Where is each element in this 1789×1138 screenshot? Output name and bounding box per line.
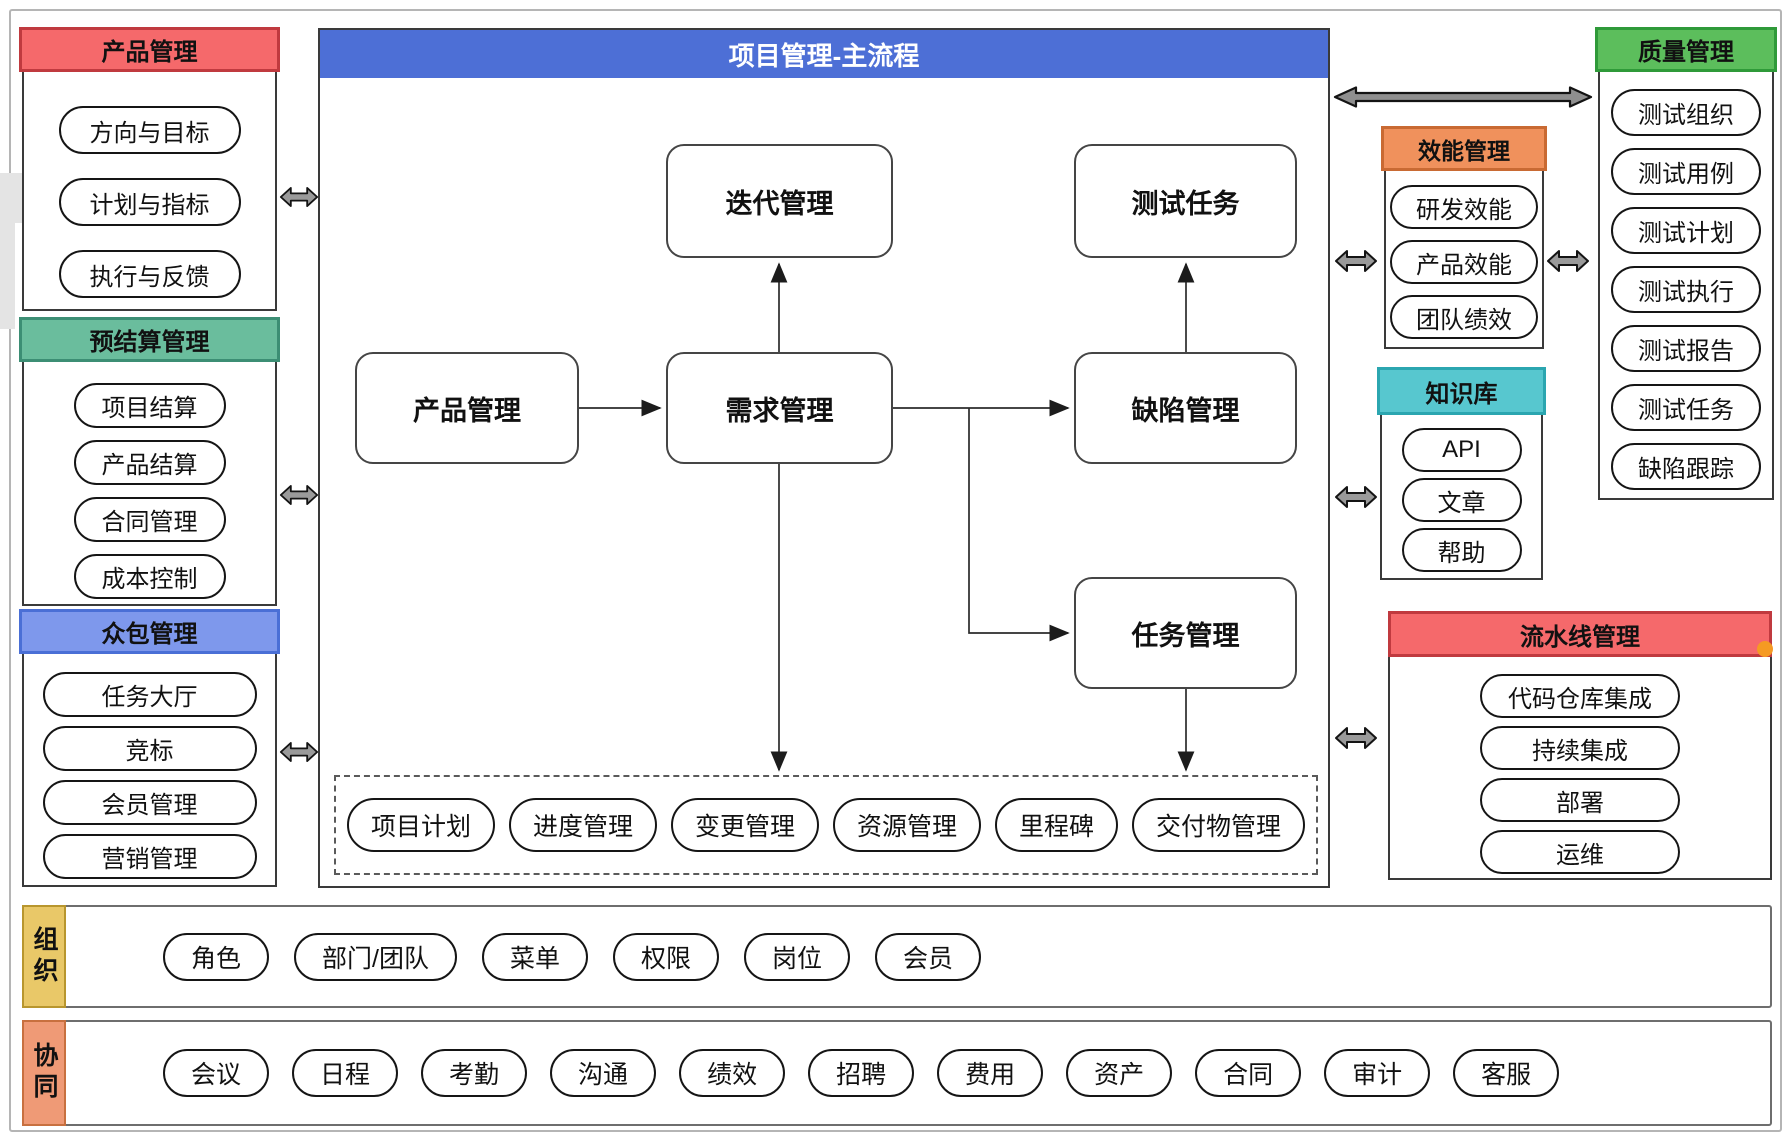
list-item[interactable]: 岗位 (744, 932, 851, 981)
list-item[interactable]: 合同管理 (73, 497, 226, 542)
bidirectional-arrow-icon (1335, 250, 1377, 272)
list-item[interactable]: 部门/团队 (294, 932, 457, 981)
list-item[interactable]: 测试计划 (1611, 207, 1761, 254)
list-item[interactable]: 代码仓库集成 (1480, 674, 1680, 718)
flow-node-iteration[interactable]: 迭代管理 (666, 144, 893, 258)
panel-pipeline-mgmt[interactable]: 流水线管理 代码仓库集成 持续集成 部署 运维 (1388, 611, 1772, 880)
bidirectional-arrow-icon (1547, 250, 1589, 272)
panel-product-mgmt-header[interactable]: 产品管理 (19, 27, 280, 72)
list-item[interactable]: 测试任务 (1611, 384, 1761, 431)
org-row-label[interactable]: 组织 (22, 905, 66, 1008)
bidirectional-arrow-icon (1335, 727, 1377, 749)
flow-node-test-task[interactable]: 测试任务 (1074, 144, 1297, 258)
list-item[interactable]: 合同 (1195, 1049, 1302, 1097)
panel-performance-mgmt[interactable]: 效能管理 研发效能 产品效能 团队绩效 (1381, 126, 1547, 349)
long-bidirectional-arrow-icon (1333, 86, 1593, 108)
list-item[interactable]: 权限 (612, 932, 719, 981)
list-item[interactable]: 成本控制 (73, 554, 226, 599)
collab-row: 协同 会议 日程 考勤 沟通 绩效 招聘 费用 资产 合同 审计 客服 (22, 1020, 1772, 1126)
list-item[interactable]: 角色 (163, 932, 270, 981)
list-item[interactable]: 运维 (1480, 830, 1680, 874)
list-item[interactable]: 考勤 (421, 1049, 528, 1097)
list-item[interactable]: 营销管理 (42, 834, 257, 879)
dashed-item[interactable]: 交付物管理 (1132, 798, 1306, 852)
bidirectional-arrow-icon (279, 742, 319, 762)
list-item[interactable]: API (1401, 428, 1522, 472)
list-item[interactable]: 团队绩效 (1390, 295, 1538, 339)
list-item[interactable]: 部署 (1480, 778, 1680, 822)
list-item[interactable]: 项目结算 (73, 383, 226, 428)
panel-crowdsourcing-mgmt[interactable]: 众包管理 任务大厅 竞标 会员管理 营销管理 (19, 609, 280, 887)
comment-marker-dot (1757, 641, 1773, 657)
list-item[interactable]: 测试用例 (1611, 148, 1761, 195)
collab-row-label[interactable]: 协同 (22, 1020, 66, 1126)
list-item[interactable]: 测试组织 (1611, 89, 1761, 136)
bidirectional-arrow-icon (279, 187, 319, 207)
panel-knowledge-base[interactable]: 知识库 API 文章 帮助 (1377, 367, 1546, 580)
panel-pipeline-mgmt-header[interactable]: 流水线管理 (1388, 611, 1772, 657)
dashed-group-box[interactable]: 项目计划 进度管理 变更管理 资源管理 里程碑 交付物管理 (334, 775, 1318, 875)
panel-performance-mgmt-header[interactable]: 效能管理 (1381, 126, 1547, 171)
panel-quality-mgmt[interactable]: 质量管理 测试组织 测试用例 测试计划 测试执行 测试报告 测试任务 缺陷跟踪 (1595, 27, 1777, 500)
list-item[interactable]: 日程 (292, 1049, 399, 1097)
list-item[interactable]: 会员管理 (42, 780, 257, 825)
panel-budget-mgmt[interactable]: 预结算管理 项目结算 产品结算 合同管理 成本控制 (19, 317, 280, 606)
panel-quality-mgmt-header[interactable]: 质量管理 (1595, 27, 1777, 72)
flow-node-product[interactable]: 产品管理 (355, 352, 579, 464)
dashed-item[interactable]: 进度管理 (508, 798, 657, 852)
list-item[interactable]: 产品结算 (73, 440, 226, 485)
dashed-item[interactable]: 里程碑 (995, 798, 1119, 852)
list-item[interactable]: 会员 (875, 932, 982, 981)
list-item[interactable]: 产品效能 (1390, 240, 1538, 284)
list-item[interactable]: 任务大厅 (42, 672, 257, 717)
list-item[interactable]: 招聘 (808, 1049, 915, 1097)
panel-product-mgmt[interactable]: 产品管理 方向与目标 计划与指标 执行与反馈 (19, 27, 280, 311)
list-item[interactable]: 菜单 (481, 932, 588, 981)
list-item[interactable]: 缺陷跟踪 (1611, 443, 1761, 490)
dashed-item[interactable]: 资源管理 (833, 798, 982, 852)
list-item[interactable]: 帮助 (1401, 528, 1522, 572)
list-item[interactable]: 费用 (937, 1049, 1044, 1097)
list-item[interactable]: 执行与反馈 (58, 250, 241, 298)
flow-node-defect[interactable]: 缺陷管理 (1074, 352, 1297, 464)
list-item[interactable]: 测试执行 (1611, 266, 1761, 313)
list-item[interactable]: 审计 (1324, 1049, 1431, 1097)
list-item[interactable]: 计划与指标 (58, 178, 241, 226)
panel-budget-mgmt-header[interactable]: 预结算管理 (19, 317, 280, 362)
list-item[interactable]: 持续集成 (1480, 726, 1680, 770)
flow-node-task[interactable]: 任务管理 (1074, 577, 1297, 689)
dashed-item[interactable]: 变更管理 (670, 798, 819, 852)
list-item[interactable]: 测试报告 (1611, 325, 1761, 372)
panel-crowdsourcing-mgmt-header[interactable]: 众包管理 (19, 609, 280, 654)
edge-artifact (0, 173, 15, 329)
panel-knowledge-base-header[interactable]: 知识库 (1377, 367, 1546, 415)
list-item[interactable]: 研发效能 (1390, 185, 1538, 229)
list-item[interactable]: 会议 (163, 1049, 270, 1097)
bidirectional-arrow-icon (1335, 486, 1377, 508)
list-item[interactable]: 绩效 (679, 1049, 786, 1097)
main-flow-box[interactable]: 项目管理-主流程 迭代管理 测试任务 产品管理 需求管理 缺陷管理 任务管理 (318, 28, 1330, 888)
list-item[interactable]: 资产 (1066, 1049, 1173, 1097)
flow-node-requirement[interactable]: 需求管理 (666, 352, 893, 464)
dashed-item[interactable]: 项目计划 (346, 798, 495, 852)
bidirectional-arrow-icon (279, 485, 319, 506)
org-row: 组织 角色 部门/团队 菜单 权限 岗位 会员 (22, 905, 1772, 1008)
outer-frame (9, 9, 1782, 1132)
list-item[interactable]: 沟通 (550, 1049, 657, 1097)
list-item[interactable]: 竞标 (42, 726, 257, 771)
list-item[interactable]: 客服 (1453, 1049, 1560, 1097)
list-item[interactable]: 方向与目标 (58, 106, 241, 154)
list-item[interactable]: 文章 (1401, 478, 1522, 522)
main-flow-title[interactable]: 项目管理-主流程 (320, 30, 1328, 78)
